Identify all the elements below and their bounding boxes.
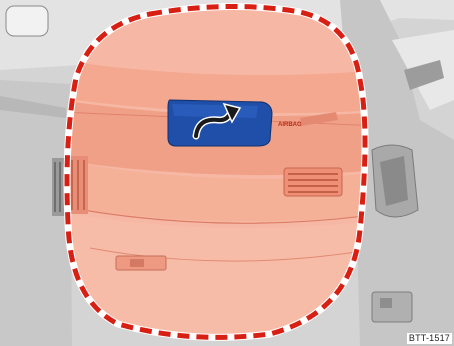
airbag-label: AIRBAG: [278, 122, 302, 128]
rear-view-mirror: [6, 6, 48, 36]
right-air-vent: [284, 168, 342, 196]
reference-code: BTT-1517: [407, 333, 452, 344]
